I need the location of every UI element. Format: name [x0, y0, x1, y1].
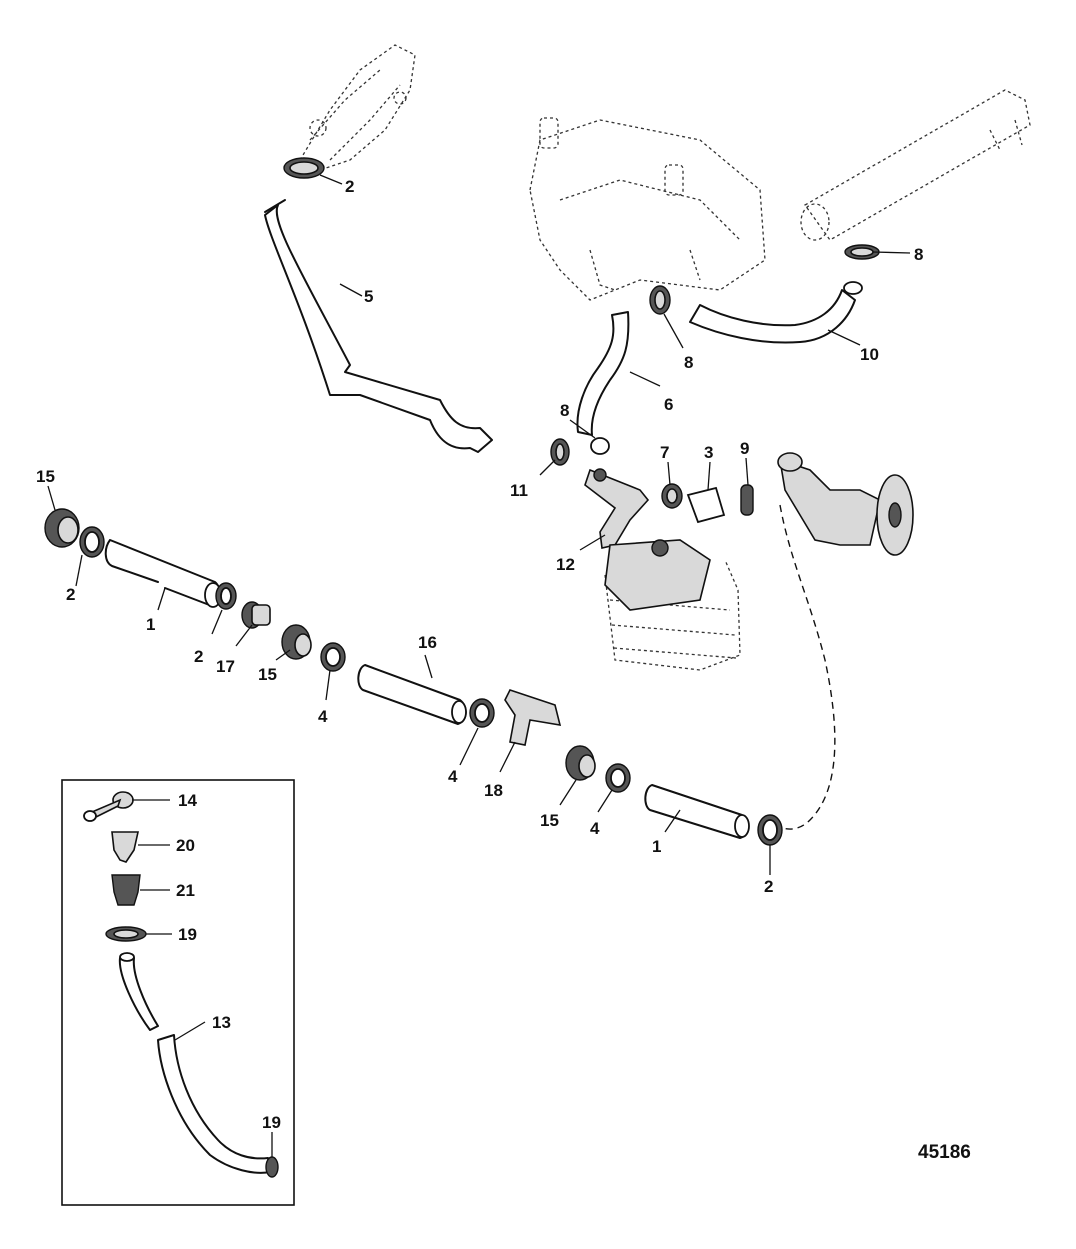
clamp-19-bottom	[265, 1156, 279, 1178]
clamp-19-top	[105, 926, 147, 942]
callout-2: 2	[345, 177, 354, 196]
callout-4: 4	[318, 707, 328, 726]
fitting-21	[111, 874, 141, 906]
ghost-exhaust-manifold	[529, 117, 766, 301]
sleeve-3	[686, 486, 726, 524]
callout-4: 4	[448, 767, 458, 786]
clamp-2-right	[757, 814, 783, 846]
callout-13: 13	[212, 1013, 231, 1032]
callout-17: 17	[216, 657, 235, 676]
fitting-15-left	[44, 508, 80, 548]
hose-13	[118, 952, 271, 1174]
callout-3: 3	[704, 443, 713, 462]
callout-2: 2	[194, 647, 203, 666]
callout-9: 9	[740, 439, 749, 458]
inset-box	[61, 779, 295, 1206]
ghost-exhaust-pipe-right	[800, 89, 1031, 241]
water-pump-assembly	[777, 452, 914, 556]
callout-2: 2	[66, 585, 75, 604]
fitting-12	[584, 468, 650, 549]
hose-6	[576, 311, 630, 436]
callout-1: 1	[652, 837, 661, 856]
callout-15: 15	[258, 665, 277, 684]
hose-5	[264, 199, 493, 453]
seawater-pump-block	[604, 539, 711, 611]
fitting-17	[241, 601, 271, 629]
ghost-exhaust-elbow-left	[299, 44, 416, 171]
clamp-9	[740, 484, 754, 516]
fitting-15-middle	[281, 624, 312, 660]
clamp-top-left	[283, 157, 325, 179]
hose-1-right	[644, 784, 750, 839]
callout-15: 15	[36, 467, 55, 486]
callout-7: 7	[660, 443, 669, 462]
clamp-4-middle	[320, 642, 346, 672]
callout-10: 10	[860, 345, 879, 364]
tee-fitting-18	[504, 689, 562, 746]
callout-labels: 2 5 8 8 10 6 8 7 3 9 11 12 15 2 1 2 17 1…	[36, 177, 923, 1132]
callout-14: 14	[178, 791, 197, 810]
clamp-2-middle	[215, 582, 237, 610]
ring-8-lower	[590, 437, 610, 455]
clamp-7	[661, 483, 683, 509]
callout-16: 16	[418, 633, 437, 652]
cap-14	[83, 791, 134, 822]
callout-1: 1	[146, 615, 155, 634]
fitting-20	[111, 831, 139, 863]
callout-11: 11	[510, 481, 528, 500]
clamp-4-far-right	[605, 763, 631, 793]
callout-4: 4	[590, 819, 600, 838]
clamp-11	[550, 438, 570, 466]
clamp-4-right	[469, 698, 495, 728]
callout-5: 5	[364, 287, 373, 306]
callout-8: 8	[684, 353, 693, 372]
callout-12: 12	[556, 555, 575, 574]
clamp-8-middle	[649, 285, 671, 315]
callout-20: 20	[176, 836, 195, 855]
leader-lines	[47, 174, 911, 1157]
hose-10	[689, 281, 863, 344]
dashed-hose-route	[779, 504, 836, 830]
fitting-15-right	[565, 745, 596, 781]
clamp-2-left	[79, 526, 105, 558]
diagram-reference-number: 45186	[918, 1142, 971, 1163]
callout-15: 15	[540, 811, 559, 830]
callout-19: 19	[262, 1113, 281, 1132]
hose-1-left	[104, 539, 222, 608]
callout-21: 21	[176, 881, 195, 900]
callout-8: 8	[914, 245, 923, 264]
callout-18: 18	[484, 781, 503, 800]
hose-16	[357, 664, 467, 725]
callout-6: 6	[664, 395, 673, 414]
callout-19: 19	[178, 925, 197, 944]
callout-8: 8	[560, 401, 569, 420]
callout-2: 2	[764, 877, 773, 896]
